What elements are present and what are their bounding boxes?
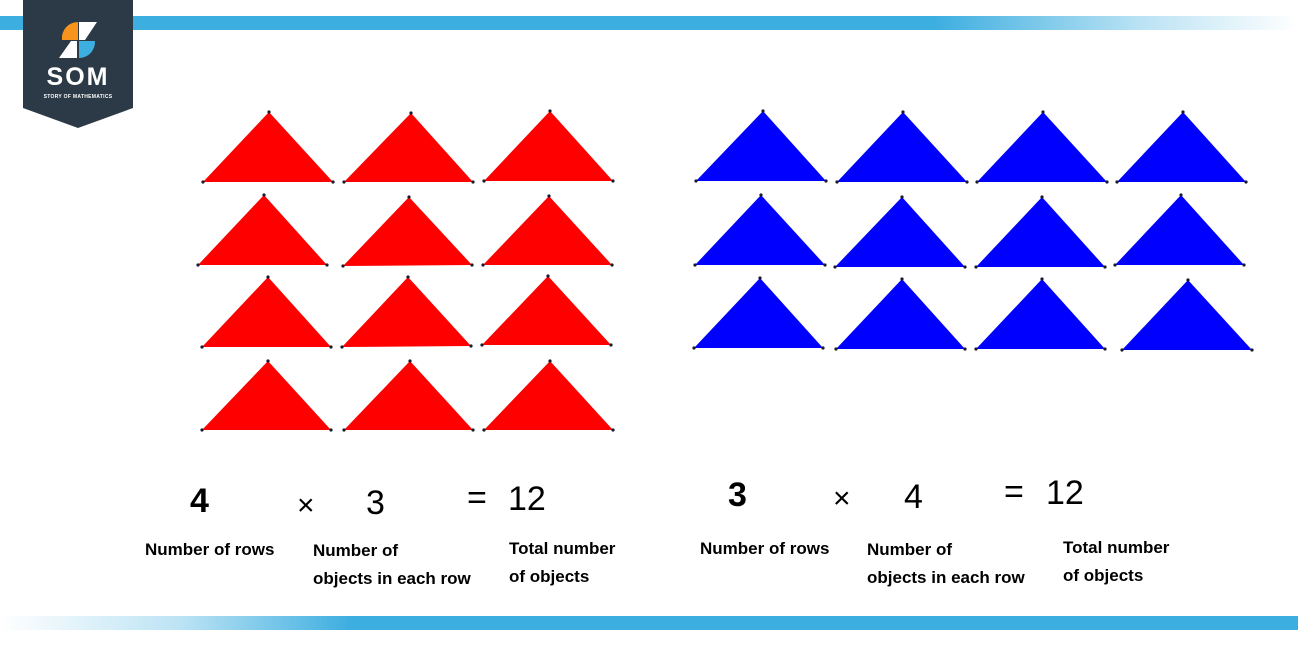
som-logo: SOM STORY OF MATHEMATICS (23, 0, 133, 128)
right-rows-value: 3 (728, 476, 747, 514)
bottom-accent-bar (0, 616, 1298, 630)
left-per-row-value: 3 (366, 484, 385, 522)
left-per-row-label-line2: objects in each row (313, 569, 471, 588)
red-triangle (203, 112, 333, 182)
blue-triangle (977, 112, 1107, 182)
red-triangle (198, 195, 327, 265)
blue-triangle (976, 197, 1105, 267)
red-triangle (484, 111, 613, 181)
blue-triangle-array (694, 111, 1252, 350)
red-triangle (343, 197, 472, 266)
blue-triangle (696, 111, 826, 181)
right-per-row-label-line2: objects in each row (867, 568, 1025, 587)
blue-triangle (695, 195, 825, 265)
right-times-sign: × (833, 482, 851, 515)
blue-triangle (837, 112, 967, 182)
blue-triangle (835, 197, 965, 267)
left-times-sign: × (297, 489, 315, 522)
right-per-row-value: 4 (904, 478, 923, 516)
logo-wordmark: SOM (46, 63, 110, 91)
left-rows-value: 4 (190, 482, 209, 520)
blue-triangle (1115, 195, 1244, 265)
blue-triangle (1117, 112, 1246, 182)
right-rows-label: Number of rows (700, 539, 830, 558)
logo-badge-icon (23, 0, 133, 128)
red-vertex-dots (196, 109, 615, 432)
left-total-label-line2: of objects (509, 567, 590, 586)
blue-triangle (694, 278, 823, 348)
blue-triangle (976, 279, 1105, 349)
blue-triangle (836, 279, 965, 349)
red-triangle (344, 113, 473, 182)
right-total-label-line2: of objects (1063, 566, 1144, 585)
blue-triangle (1122, 280, 1252, 350)
red-triangle (344, 361, 473, 430)
red-triangle (342, 277, 471, 347)
left-total-value: 12 (508, 480, 546, 518)
red-triangle (202, 277, 331, 347)
left-per-row-label-line1: Number of (313, 541, 398, 560)
red-triangle (484, 361, 613, 430)
blue-vertex-dots (692, 109, 1254, 352)
red-triangle-array (198, 111, 613, 430)
logo-subtitle: STORY OF MATHEMATICS (43, 94, 113, 100)
left-equals-sign: = (467, 479, 487, 517)
left-rows-label: Number of rows (145, 540, 275, 559)
right-total-value: 12 (1046, 474, 1084, 512)
red-triangle (202, 361, 331, 430)
left-total-label-line1: Total number (509, 539, 616, 558)
right-per-row-label-line1: Number of (867, 540, 952, 559)
red-triangle (482, 276, 611, 345)
right-equals-sign: = (1004, 473, 1024, 511)
top-accent-bar (0, 16, 1298, 30)
red-triangle (483, 196, 612, 265)
right-total-label-line1: Total number (1063, 538, 1170, 557)
